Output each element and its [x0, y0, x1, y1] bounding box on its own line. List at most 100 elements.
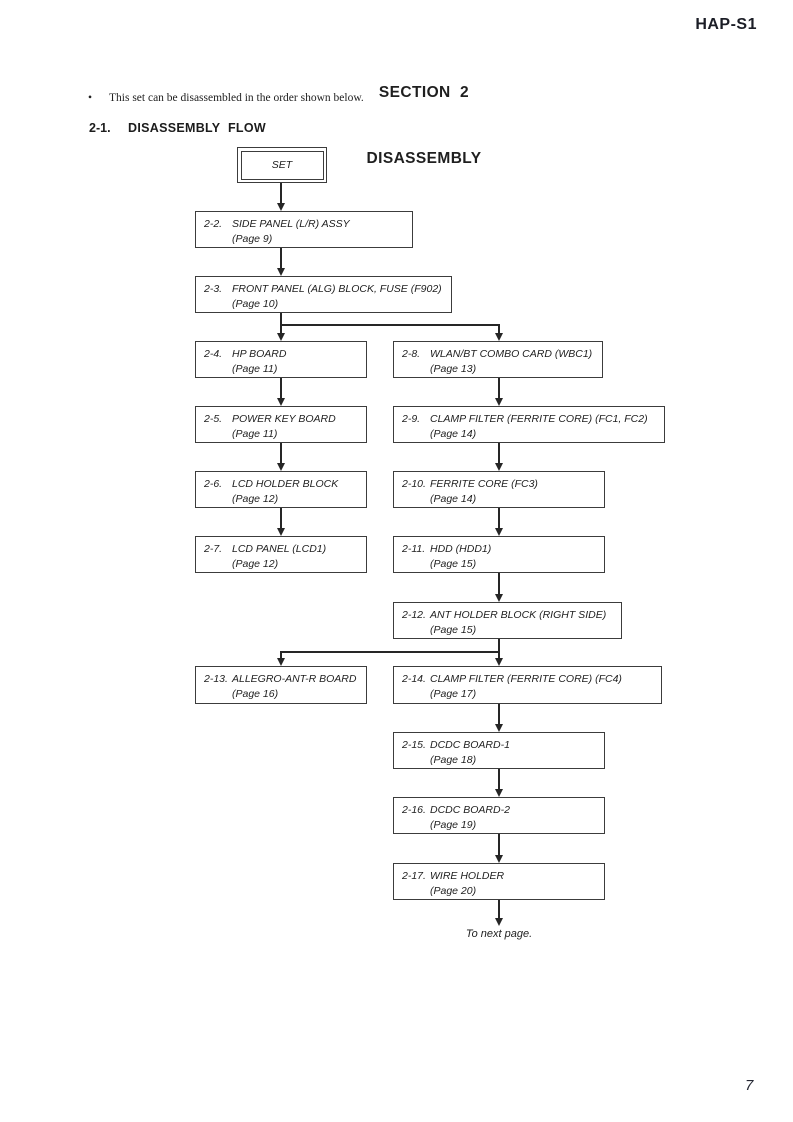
arrow-down-icon [277, 268, 285, 276]
flow-box-2-7: 2-7. LCD PANEL (LCD1) (Page 12) [195, 536, 367, 573]
arrow-down-icon [495, 528, 503, 536]
flow-box-page: (Page 10) [232, 297, 279, 310]
flow-box-number: 2-14. [402, 672, 426, 685]
flow-box-2-17: 2-17. WIRE HOLDER (Page 20) [393, 863, 605, 900]
flow-box-number: 2-17. [402, 869, 426, 882]
flow-box-title: SIDE PANEL (L/R) ASSY [232, 217, 350, 230]
flow-box-title: POWER KEY BOARD [232, 412, 336, 425]
connector-line [280, 313, 282, 334]
flow-box-page: (Page 11) [232, 427, 278, 440]
subsection-title: DISASSEMBLY FLOW [128, 121, 266, 135]
intro-note: • This set can be disassembled in the ord… [88, 92, 364, 104]
connector-line [498, 704, 500, 725]
flow-box-number: 2-11. [402, 542, 426, 555]
flow-box-page: (Page 12) [232, 557, 279, 570]
flow-box-page: (Page 16) [232, 687, 279, 700]
arrow-down-icon [277, 528, 285, 536]
model-name: HAP-S1 [695, 16, 757, 33]
flow-box-title: WLAN/BT COMBO CARD (WBC1) [430, 347, 593, 360]
arrow-down-icon [495, 398, 503, 406]
flow-box-page: (Page 19) [430, 818, 477, 831]
flow-box-number: 2-2. [204, 217, 223, 230]
flow-box-title: CLAMP FILTER (FERRITE CORE) (FC4) [430, 672, 622, 685]
flow-box-title: HDD (HDD1) [430, 542, 492, 555]
flow-box-page: (Page 17) [430, 687, 477, 700]
flow-box-page: (Page 15) [430, 557, 477, 570]
flow-box-number: 2-12. [402, 608, 426, 621]
connector-line [280, 651, 500, 653]
flow-box-2-12: 2-12. ANT HOLDER BLOCK (RIGHT SIDE) (Pag… [393, 602, 622, 639]
flow-box-page: (Page 20) [430, 884, 477, 897]
flow-box-2-11: 2-11. HDD (HDD1) (Page 15) [393, 536, 605, 573]
flow-box-2-10: 2-10. FERRITE CORE (FC3) (Page 14) [393, 471, 605, 508]
connector-line [498, 324, 500, 334]
intro-note-text: This set can be disassembled in the orde… [109, 92, 364, 104]
flow-box-page: (Page 14) [430, 492, 477, 505]
flow-start-label: SET [240, 150, 324, 180]
flow-box-page: (Page 18) [430, 753, 477, 766]
arrow-down-icon [277, 398, 285, 406]
flow-box-2-8: 2-8. WLAN/BT COMBO CARD (WBC1) (Page 13) [393, 341, 603, 378]
flow-box-2-13: 2-13. ALLEGRO-ANT-R BOARD (Page 16) [195, 666, 367, 704]
flow-box-title: DCDC BOARD-1 [430, 738, 510, 751]
connector-line [280, 248, 282, 269]
arrow-down-icon [495, 463, 503, 471]
flow-box-number: 2-4. [204, 347, 223, 360]
flow-box-title: CLAMP FILTER (FERRITE CORE) (FC1, FC2) [430, 412, 648, 425]
connector-line [498, 834, 500, 856]
subsection-heading: 2-1.DISASSEMBLY FLOW [89, 121, 266, 135]
flow-box-title: LCD PANEL (LCD1) [232, 542, 327, 555]
flow-box-2-5: 2-5. POWER KEY BOARD (Page 11) [195, 406, 367, 443]
connector-line [280, 378, 282, 399]
flow-box-2-9: 2-9. CLAMP FILTER (FERRITE CORE) (FC1, F… [393, 406, 665, 443]
flow-box-2-2: 2-2. SIDE PANEL (L/R) ASSY (Page 9) [195, 211, 413, 248]
flow-box-number: 2-9. [402, 412, 421, 425]
flow-box-page: (Page 11) [232, 362, 278, 375]
section-title-line2: DISASSEMBLY [366, 150, 482, 167]
flow-box-2-16: 2-16. DCDC BOARD-2 (Page 19) [393, 797, 605, 834]
arrow-down-icon [277, 658, 285, 666]
flow-box-page: (Page 13) [430, 362, 477, 375]
flow-box-title: LCD HOLDER BLOCK [232, 477, 339, 490]
connector-line [498, 639, 500, 659]
flow-box-page: (Page 14) [430, 427, 477, 440]
flow-box-number: 2-15. [402, 738, 426, 751]
flow-box-title: ALLEGRO-ANT-R BOARD [232, 672, 357, 685]
flow-box-number: 2-16. [402, 803, 426, 816]
flow-box-2-4: 2-4. HP BOARD (Page 11) [195, 341, 367, 378]
connector-line [498, 508, 500, 529]
arrow-down-icon [277, 203, 285, 211]
flow-box-2-6: 2-6. LCD HOLDER BLOCK (Page 12) [195, 471, 367, 508]
flow-box-page: (Page 12) [232, 492, 279, 505]
flow-box-page: (Page 9) [232, 232, 273, 245]
connector-line [280, 651, 282, 659]
flow-box-number: 2-13. [204, 672, 228, 685]
flow-box-number: 2-6. [204, 477, 223, 490]
connector-line [498, 769, 500, 790]
flow-box-title: FERRITE CORE (FC3) [430, 477, 538, 490]
flow-box-title: ANT HOLDER BLOCK (RIGHT SIDE) [430, 608, 607, 621]
connector-line [498, 573, 500, 595]
connector-line [498, 900, 500, 919]
flow-box-page: (Page 15) [430, 623, 477, 636]
bullet-icon: • [88, 92, 93, 104]
arrow-down-icon [495, 594, 503, 602]
flow-box-number: 2-5. [204, 412, 223, 425]
arrow-down-icon [495, 789, 503, 797]
arrow-down-icon [495, 855, 503, 863]
flow-box-2-3: 2-3. FRONT PANEL (ALG) BLOCK, FUSE (F902… [195, 276, 452, 313]
flow-box-title: DCDC BOARD-2 [430, 803, 510, 816]
flow-box-2-14: 2-14. CLAMP FILTER (FERRITE CORE) (FC4) … [393, 666, 662, 704]
section-title: SECTION 2 DISASSEMBLY [367, 38, 482, 214]
flow-box-title: HP BOARD [232, 347, 287, 360]
section-title-line1: SECTION 2 [378, 84, 470, 101]
to-next-page-label: To next page. [465, 928, 533, 940]
arrow-down-icon [495, 918, 503, 926]
flow-box-number: 2-7. [204, 542, 223, 555]
page-number: 7 [745, 1077, 754, 1094]
flow-box-number: 2-3. [204, 282, 223, 295]
flow-box-number: 2-10. [402, 477, 426, 490]
arrow-down-icon [495, 724, 503, 732]
connector-line [280, 508, 282, 529]
